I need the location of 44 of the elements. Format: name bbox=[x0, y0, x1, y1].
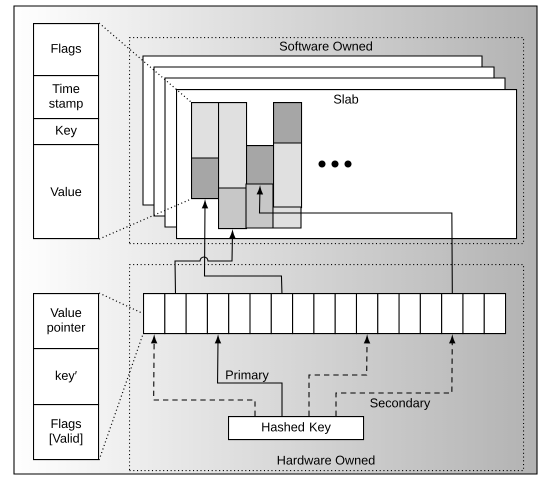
arrow bbox=[256, 186, 453, 293]
projection-line bbox=[98, 22, 192, 102]
array-cell bbox=[377, 293, 400, 334]
field-cell: Flags bbox=[33, 23, 100, 76]
array-cell bbox=[462, 293, 485, 334]
edge-label: Secondary bbox=[370, 398, 430, 410]
arrow bbox=[308, 336, 370, 416]
region-label: Software Owned bbox=[280, 41, 372, 51]
arrow bbox=[174, 230, 236, 294]
array-cell bbox=[356, 293, 378, 334]
array-cell bbox=[270, 293, 294, 334]
arrow bbox=[202, 200, 282, 294]
field-cell: Value pointer bbox=[33, 293, 100, 350]
array-cell bbox=[398, 293, 421, 334]
field-cell: Time stamp bbox=[33, 75, 100, 120]
field-cell: Flags [Valid] bbox=[33, 404, 100, 460]
field-cell: Key bbox=[33, 118, 100, 146]
projection-line bbox=[98, 334, 144, 460]
array-cell bbox=[186, 293, 208, 334]
region-label: Hardware Owned bbox=[278, 455, 374, 465]
slot-bar bbox=[191, 102, 220, 200]
projection-line bbox=[98, 292, 144, 314]
arrow bbox=[215, 336, 283, 416]
array-cell bbox=[313, 293, 336, 334]
array-cell bbox=[164, 293, 187, 334]
array-cell bbox=[484, 293, 506, 334]
field-cell: key′ bbox=[33, 348, 100, 406]
array-cell bbox=[420, 293, 442, 334]
array-cell bbox=[292, 293, 314, 334]
array-cell bbox=[249, 293, 272, 334]
slab-label: Slab bbox=[334, 94, 358, 104]
array-cell bbox=[143, 293, 166, 334]
array-cell bbox=[228, 293, 251, 334]
arrow bbox=[335, 336, 456, 416]
slot-bar bbox=[273, 102, 302, 208]
arrow bbox=[151, 336, 256, 416]
array-cell bbox=[206, 293, 230, 334]
slot-bar bbox=[218, 102, 248, 230]
array-cell bbox=[334, 293, 358, 334]
array-cell bbox=[441, 293, 464, 334]
projection-line bbox=[98, 198, 192, 240]
edge-label: Primary bbox=[226, 370, 269, 382]
key-box: Hashed Key bbox=[228, 416, 364, 440]
slot-bar bbox=[246, 145, 274, 186]
